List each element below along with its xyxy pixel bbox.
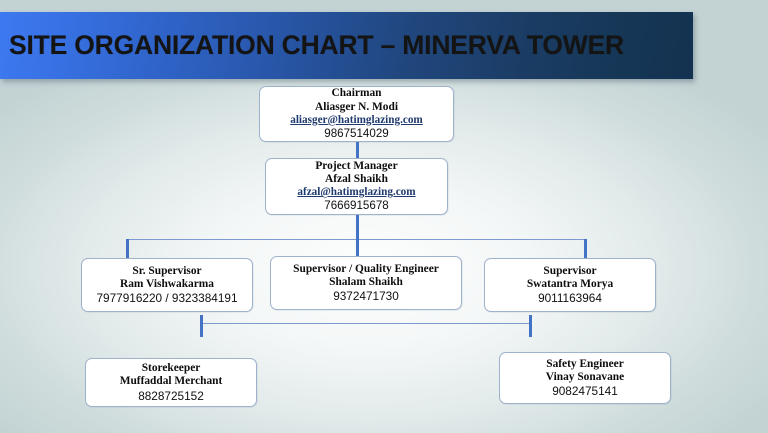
title-banner: SITE ORGANIZATION CHART – MINERVA TOWER	[0, 12, 693, 79]
node-email-link[interactable]: afzal@hatimglazing.com	[297, 186, 416, 199]
connector-project-manager-stem	[356, 215, 359, 240]
node-phone: 8828725152	[138, 388, 204, 403]
org-node-storekeeper[interactable]: Storekeeper Muffaddal Merchant 882872515…	[85, 358, 257, 407]
node-phone: 9372471730	[333, 289, 399, 304]
node-phone: 9082475141	[552, 384, 618, 399]
org-node-safety-engineer[interactable]: Safety Engineer Vinay Sonavane 908247514…	[499, 352, 671, 404]
connector-drop-storekeeper	[200, 315, 203, 337]
org-node-project-manager[interactable]: Project Manager Afzal Shaikh afzal@hatim…	[265, 158, 448, 215]
org-node-quality-engineer[interactable]: Supervisor / Quality Engineer Shalam Sha…	[270, 256, 462, 310]
node-person: Afzal Shaikh	[325, 173, 388, 185]
node-phone: 9011163964	[538, 291, 602, 306]
node-email-link[interactable]: aliasger@hatimglazing.com	[290, 113, 423, 126]
node-person: Ram Vishwakarma	[120, 277, 214, 290]
connector-lower-bus	[201, 323, 531, 325]
connector-drop-quality-engineer	[356, 239, 359, 256]
connector-drop-supervisor	[584, 239, 587, 258]
node-phone: 7666915678	[324, 199, 389, 213]
connector-drop-sr-supervisor	[126, 239, 129, 258]
org-node-supervisor[interactable]: Supervisor Swatantra Morya 9011163964	[484, 258, 656, 312]
node-person: Vinay Sonavane	[545, 370, 625, 383]
node-person: Swatantra Morya	[526, 277, 614, 290]
node-person: Muffaddal Merchant	[119, 375, 223, 388]
node-role: Storekeeper	[141, 362, 201, 375]
node-role: Safety Engineer	[546, 357, 624, 370]
connector-chairman-to-project-manager	[356, 142, 359, 158]
node-role: Supervisor / Quality Engineer	[293, 262, 439, 275]
node-role: Supervisor	[543, 264, 597, 277]
node-person: Aliasger N. Modi	[315, 100, 398, 113]
node-role: Project Manager	[315, 159, 398, 172]
node-role: Chairman	[331, 87, 382, 100]
org-node-chairman[interactable]: Chairman Aliasger N. Modi aliasger@hatim…	[259, 86, 454, 142]
node-phone: 7977916220 / 9323384191	[96, 291, 238, 306]
node-phone: 9867514029	[324, 126, 389, 140]
org-node-sr-supervisor[interactable]: Sr. Supervisor Ram Vishwakarma 797791622…	[81, 258, 253, 312]
page-title: SITE ORGANIZATION CHART – MINERVA TOWER	[9, 30, 624, 60]
node-role: Sr. Supervisor	[132, 264, 202, 277]
connector-drop-safety-engineer	[529, 315, 532, 337]
node-person: Shalam Shaikh	[329, 275, 403, 288]
